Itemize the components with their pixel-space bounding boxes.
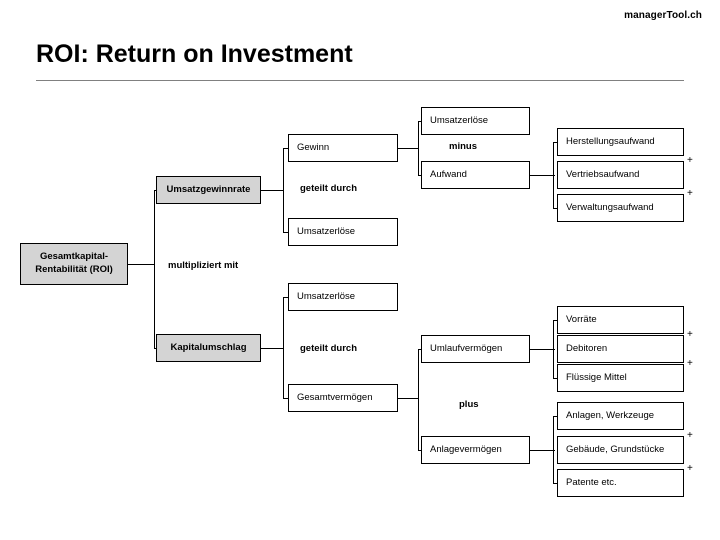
connector — [553, 320, 557, 321]
plus-sign-aufwand-2: + — [687, 188, 693, 199]
box-anlagevermoegen[interactable]: Anlagevermögen — [421, 436, 530, 464]
box-vorraete[interactable]: Vorräte — [557, 306, 684, 334]
connector — [553, 483, 557, 484]
box-anlagen-werkzeuge[interactable]: Anlagen, Werkzeuge — [557, 402, 684, 430]
connector — [398, 398, 418, 399]
operator-minus: minus — [449, 141, 477, 152]
connector — [530, 175, 555, 176]
connector — [553, 416, 554, 483]
operator-geteilt-durch-kapital: geteilt durch — [300, 343, 358, 354]
connector — [283, 148, 288, 149]
box-umsatzerloese-top[interactable]: Umsatzerlöse — [421, 107, 530, 135]
box-roi-root-line2: Rentabilität (ROI) — [35, 264, 113, 275]
box-vertriebsaufwand[interactable]: Vertriebsaufwand — [557, 161, 684, 189]
box-patente[interactable]: Patente etc. — [557, 469, 684, 497]
page-title: ROI: Return on Investment — [36, 40, 353, 68]
box-umsatzerloese-mid[interactable]: Umsatzerlöse — [288, 218, 398, 246]
operator-multipliziert-mit: multipliziert mit — [168, 260, 239, 271]
box-verwaltungsaufwand[interactable]: Verwaltungsaufwand — [557, 194, 684, 222]
box-gesamtvermoegen[interactable]: Gesamtvermögen — [288, 384, 398, 412]
plus-sign-umlauf-2: + — [687, 358, 693, 369]
box-debitoren[interactable]: Debitoren — [557, 335, 684, 363]
connector — [418, 121, 419, 175]
box-fluessige-mittel[interactable]: Flüssige Mittel — [557, 364, 684, 392]
brand-label: managerTool.ch — [624, 10, 702, 21]
box-umlaufvermoegen[interactable]: Umlaufvermögen — [421, 335, 530, 363]
connector — [553, 142, 557, 143]
box-umsatzerloese-lower[interactable]: Umsatzerlöse — [288, 283, 398, 311]
box-gewinn[interactable]: Gewinn — [288, 134, 398, 162]
connector — [154, 190, 156, 191]
box-roi-root-line1: Gesamtkapital- — [39, 251, 109, 263]
connector — [283, 297, 284, 398]
box-umsatzgewinnrate[interactable]: Umsatzgewinnrate — [156, 176, 261, 204]
connector — [398, 148, 418, 149]
connector — [418, 450, 421, 451]
box-aufwand[interactable]: Aufwand — [421, 161, 530, 189]
connector — [418, 349, 421, 350]
plus-sign-umlauf-1: + — [687, 329, 693, 340]
connector — [418, 121, 421, 122]
connector — [530, 349, 555, 350]
connector — [553, 142, 554, 208]
title-divider — [36, 80, 684, 81]
connector — [553, 378, 557, 379]
connector — [553, 416, 557, 417]
connector — [261, 348, 283, 349]
connector — [283, 398, 288, 399]
connector — [553, 208, 557, 209]
connector — [283, 297, 288, 298]
plus-sign-anlage-1: + — [687, 430, 693, 441]
box-gebaeude-grundstuecke[interactable]: Gebäude, Grundstücke — [557, 436, 684, 464]
connector — [283, 148, 284, 232]
connector — [154, 348, 156, 349]
box-roi-root[interactable]: Gesamtkapital- Rentabilität (ROI) — [20, 243, 128, 285]
plus-sign-aufwand-1: + — [687, 155, 693, 166]
connector — [530, 450, 555, 451]
connector — [553, 320, 554, 378]
connector — [128, 264, 154, 265]
connector — [418, 349, 419, 450]
box-herstellungsaufwand[interactable]: Herstellungsaufwand — [557, 128, 684, 156]
connector — [154, 190, 155, 348]
operator-geteilt-durch-gewinn: geteilt durch — [300, 183, 358, 194]
operator-plus: plus — [459, 399, 479, 410]
connector — [283, 232, 288, 233]
connector — [418, 175, 421, 176]
box-kapitalumschlag[interactable]: Kapitalumschlag — [156, 334, 261, 362]
connector — [261, 190, 283, 191]
plus-sign-anlage-2: + — [687, 463, 693, 474]
